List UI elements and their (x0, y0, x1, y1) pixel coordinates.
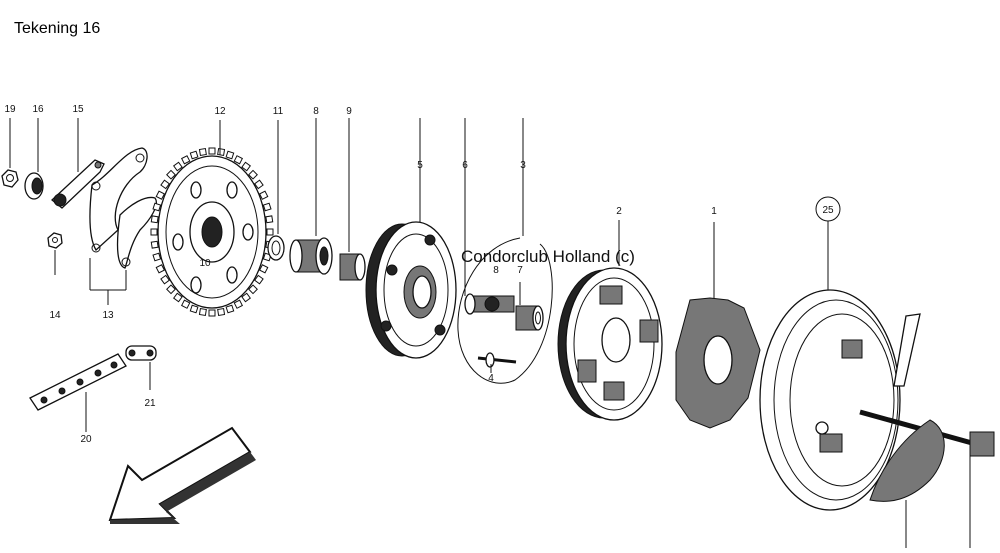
part-6-spindle (464, 118, 515, 315)
watermark-text: Condorclub Holland (c) (461, 247, 635, 266)
part-1-rubber-damper (675, 222, 761, 429)
part-21-chain-link (125, 345, 157, 390)
callout-label-c1: 1 (711, 206, 717, 217)
part-3-circlip (457, 118, 553, 384)
part-2-cush-drive-plate (557, 220, 663, 421)
callout-label-c9: 9 (346, 106, 352, 117)
callout-label-c14: 14 (49, 310, 61, 321)
callout-label-c20: 20 (80, 434, 92, 445)
callout-label-c15: 15 (72, 104, 84, 115)
part-9-bush (339, 118, 366, 281)
part-25-wheel-hub (759, 196, 901, 511)
part-15-chain-adjuster (51, 118, 105, 209)
part-4-stud (477, 352, 517, 373)
callout-label-c8a: 8 (313, 106, 319, 117)
callout-label-c25: 25 (822, 205, 834, 216)
part-16-bush (24, 118, 44, 200)
callout-label-c6: 6 (462, 160, 468, 171)
part-8-bearing (289, 118, 333, 275)
callout-label-c16: 16 (32, 104, 44, 115)
callout-label-c13: 13 (102, 310, 114, 321)
callout-label-c4: 4 (488, 373, 494, 384)
callout-label-c8b: 8 (493, 265, 499, 276)
callout-label-c2: 2 (616, 206, 622, 217)
callout-label-c7: 7 (517, 265, 523, 276)
page-title: Tekening 16 (14, 20, 101, 37)
callout-label-c19: 19 (4, 104, 16, 115)
callout-label-c10: 10 (199, 258, 211, 269)
callout-label-c12: 12 (214, 106, 226, 117)
part-14-nut (47, 232, 63, 275)
part-20-chain (29, 353, 127, 432)
brake-arm (859, 313, 995, 548)
callout-label-c21: 21 (144, 398, 156, 409)
part-19-nut (1, 118, 19, 188)
callout-label-c3: 3 (520, 160, 526, 171)
part-13-anchor-plate (89, 147, 157, 305)
part-11-spacer (267, 120, 285, 261)
part-12-sprocket (150, 120, 274, 317)
callout-label-c11: 11 (273, 106, 284, 117)
callout-label-c5: 5 (417, 160, 423, 171)
direction-arrow (108, 426, 256, 524)
part-5-sprocket-carrier (365, 118, 457, 359)
part-7-spacer (515, 282, 544, 331)
